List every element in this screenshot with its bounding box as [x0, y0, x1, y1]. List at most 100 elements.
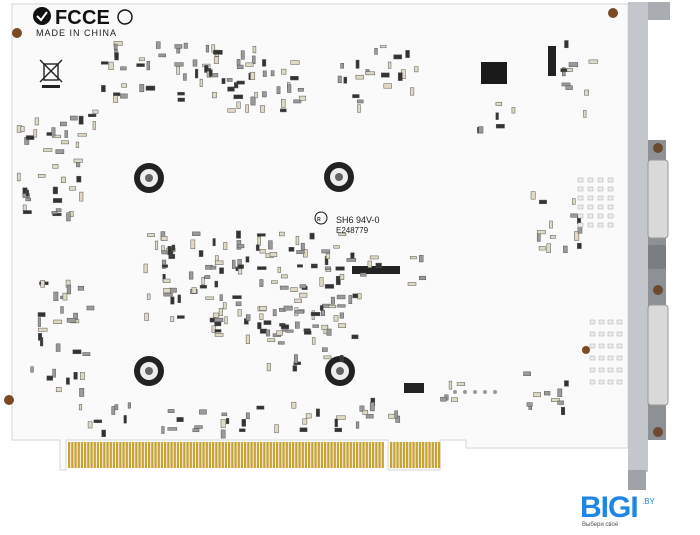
pcb-part	[266, 442, 269, 468]
pcb-part	[125, 442, 128, 468]
pcb-part	[290, 287, 298, 292]
pcb-part	[192, 442, 196, 468]
pcb-part	[607, 319, 614, 325]
pcb-part	[61, 176, 66, 183]
pcb-part	[295, 442, 298, 468]
pcb-part	[336, 442, 340, 468]
pcb-part	[597, 222, 604, 228]
pcb-part	[161, 259, 167, 269]
pcb-part	[160, 442, 164, 468]
pcb-part	[160, 236, 168, 241]
pcb-part	[259, 328, 267, 334]
pcb-part	[195, 68, 199, 79]
pcb-part	[176, 66, 180, 75]
pcb-part	[256, 442, 260, 468]
pcb-part	[570, 213, 578, 218]
pcb-part	[257, 322, 262, 330]
pcb-part	[566, 68, 573, 72]
pcb-part	[100, 61, 109, 65]
pcb-part	[607, 186, 614, 192]
pcb-part	[297, 264, 303, 268]
pcb-part	[549, 235, 556, 239]
pcb-part	[387, 61, 392, 69]
pcb-code-label: E248779	[336, 226, 369, 235]
pcb-part	[215, 442, 218, 468]
pcb-part	[557, 400, 564, 405]
ce-mark: CE	[82, 7, 110, 29]
pcb-part	[598, 355, 605, 361]
pcb-part	[292, 442, 295, 468]
pcb-part	[279, 231, 285, 237]
pcb-part	[70, 115, 78, 121]
pcb-part	[205, 442, 208, 468]
pcb-part	[339, 355, 344, 362]
pcb-part	[192, 231, 201, 236]
pcb-part	[109, 442, 112, 468]
pcb-part	[298, 95, 307, 101]
pcb-part	[456, 382, 466, 386]
pcb-part	[410, 87, 415, 96]
pcb-part	[268, 240, 273, 250]
pcb-part	[167, 409, 175, 413]
pcb-part	[250, 96, 256, 106]
pcb-part	[146, 60, 150, 71]
pcb-part	[577, 195, 584, 201]
pcb-part	[533, 392, 541, 398]
pcb-part	[198, 250, 204, 257]
pcb-part	[409, 256, 417, 260]
pcb-part	[269, 252, 278, 257]
pcb-part	[177, 92, 185, 96]
pcb-part	[324, 284, 335, 289]
pcb-part	[22, 204, 27, 211]
pcb-part	[279, 285, 289, 290]
pcb-part	[311, 337, 316, 345]
pcb-part	[598, 379, 605, 385]
pcb-part	[589, 367, 596, 373]
pcb-part	[176, 442, 180, 468]
pcb-part	[288, 442, 292, 468]
pcb-part	[112, 442, 116, 468]
pcb-part	[77, 285, 85, 291]
pcb-part	[339, 312, 344, 319]
pcb-part	[330, 296, 335, 305]
pcb-part	[257, 236, 261, 246]
pcb-part	[276, 330, 283, 336]
pcb-part	[335, 266, 345, 271]
pcb-part	[116, 442, 119, 468]
pcb-part	[93, 442, 96, 468]
pcb-part	[523, 371, 531, 376]
pcb-part	[282, 442, 285, 468]
logo-tagline: Выбери своё	[582, 522, 619, 528]
pcb-part	[227, 108, 236, 113]
pcb-part	[144, 442, 148, 468]
pcb-part	[440, 396, 447, 402]
pcb-part	[263, 320, 272, 325]
pcb-part	[255, 244, 260, 251]
pcb-part	[346, 442, 349, 468]
pcb-part	[357, 104, 361, 113]
pcb-part	[352, 442, 356, 468]
pcb-part	[321, 324, 329, 330]
pcb-part	[25, 189, 29, 197]
pcb-part	[199, 442, 202, 468]
pcb-part	[607, 331, 614, 337]
pcb-part	[113, 92, 121, 97]
pcb-part	[237, 268, 243, 275]
pcb-part	[323, 355, 332, 360]
pcb-part	[228, 442, 231, 468]
pcb-part	[144, 312, 149, 321]
pcb-part	[221, 412, 228, 417]
pcb-part	[276, 442, 279, 468]
pcb-part	[546, 243, 551, 253]
pcb-part	[304, 330, 312, 335]
pcb-part	[103, 442, 106, 468]
heatsink-screw	[324, 162, 354, 192]
pcb-part	[66, 284, 72, 295]
pcb-part	[157, 442, 160, 468]
pcb-part	[78, 404, 83, 411]
pcb-part	[213, 49, 223, 55]
pcb-part	[607, 355, 614, 361]
pcb-part	[338, 323, 347, 328]
pcb-part	[381, 72, 390, 78]
pcb-part	[111, 406, 116, 415]
